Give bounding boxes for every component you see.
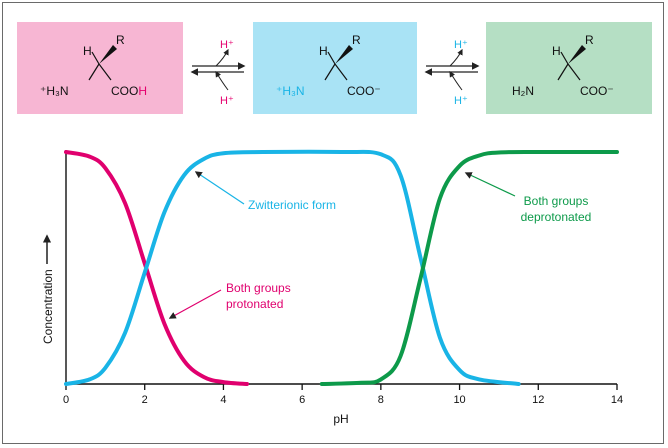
hydrogen-label: H [552, 44, 561, 58]
proton-added-label: H⁺ [454, 95, 468, 107]
substituent-label: R [116, 33, 125, 47]
zwitterion-curve [64, 149, 521, 386]
x-tick-label: 6 [299, 394, 305, 406]
deprotonated-species-box [486, 22, 652, 114]
protonated-amino-group: ⁺H₃N [40, 84, 69, 98]
y-axis-title: Concentration [41, 234, 55, 344]
series-curves [64, 149, 619, 386]
zwitterion-species-box [253, 22, 417, 114]
x-axis-ticks: 0 2 4 6 8 10 12 14 [63, 384, 623, 406]
equilibrium-strip: H R ⁺H₃N COOH H⁺ H⁺ H R ⁺H₃N COO⁻ [17, 22, 652, 114]
proton-released-label: H⁺ [220, 39, 234, 51]
proton-added-label: H⁺ [220, 95, 234, 107]
protonated-species-box [17, 22, 183, 114]
x-tick-label: 14 [611, 394, 623, 406]
protonated-annotation-arrow [168, 289, 222, 319]
protonated-curve [64, 150, 249, 386]
zwitterion-annotation-arrow [194, 171, 245, 205]
zwitterion-structure: H R ⁺H₃N COO⁻ [276, 33, 381, 98]
equilibrium-arrows-2: H⁺ H⁺ [424, 39, 480, 107]
x-tick-label: 10 [453, 394, 465, 406]
x-tick-label: 12 [532, 394, 544, 406]
x-tick-label: 2 [142, 394, 148, 406]
hydrogen-label: H [83, 44, 92, 58]
carboxylic-acid-group: COOH [111, 84, 147, 98]
y-axis-label: Concentration [41, 269, 55, 344]
carboxylate-group: COO⁻ [347, 84, 381, 98]
protonated-structure: H R ⁺H₃N COOH [40, 33, 147, 98]
deprotonated-curve [319, 149, 619, 386]
hydrogen-label: H [319, 44, 328, 58]
deprotonated-annotation-arrow [464, 172, 516, 197]
equilibrium-arrows-1: H⁺ H⁺ [190, 39, 246, 107]
substituent-label: R [585, 33, 594, 47]
x-tick-label: 4 [220, 394, 226, 406]
zwitterion-annotation: Zwitterionic form [248, 198, 336, 212]
x-tick-label: 0 [63, 394, 69, 406]
substituent-label: R [352, 33, 361, 47]
carboxylate-group: COO⁻ [580, 84, 614, 98]
deprotonated-structure: H R H₂N COO⁻ [512, 33, 614, 98]
amino-group: H₂N [512, 84, 534, 98]
x-axis-label: pH [333, 412, 348, 426]
ammonium-group: ⁺H₃N [276, 84, 305, 98]
x-tick-label: 8 [378, 394, 384, 406]
proton-released-label: H⁺ [454, 39, 468, 51]
